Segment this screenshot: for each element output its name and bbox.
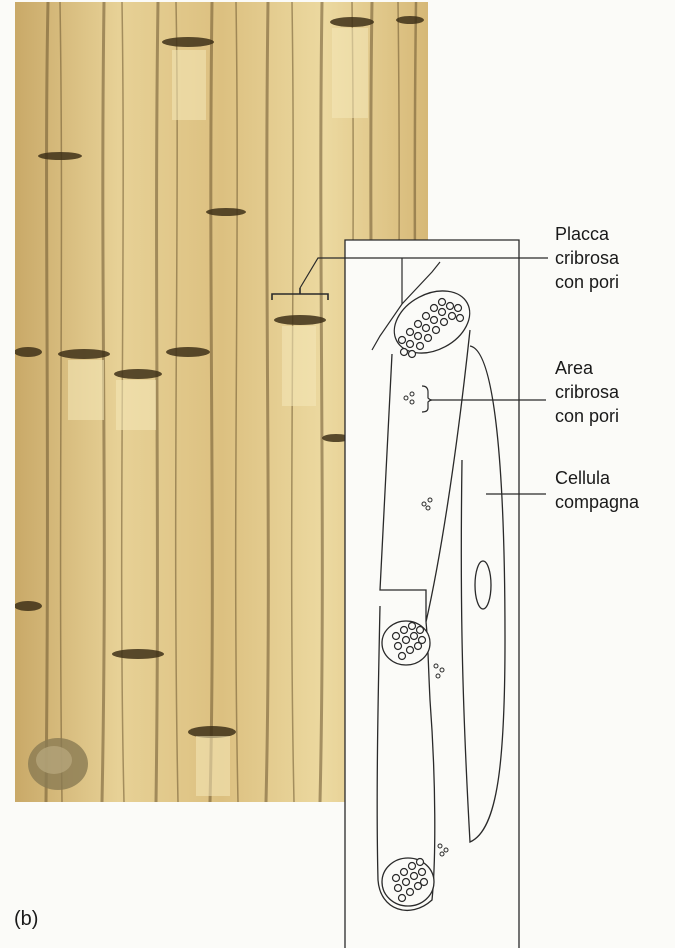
label-sieve-plate: Placca cribrosa con pori xyxy=(555,222,619,294)
photo-bracket xyxy=(272,288,328,300)
companion-nucleus xyxy=(475,561,491,609)
label-companion-cell: Cellula compagna xyxy=(555,466,639,514)
label-sieve-area: Area cribrosa con pori xyxy=(555,356,619,428)
panel-label: (b) xyxy=(14,908,38,931)
